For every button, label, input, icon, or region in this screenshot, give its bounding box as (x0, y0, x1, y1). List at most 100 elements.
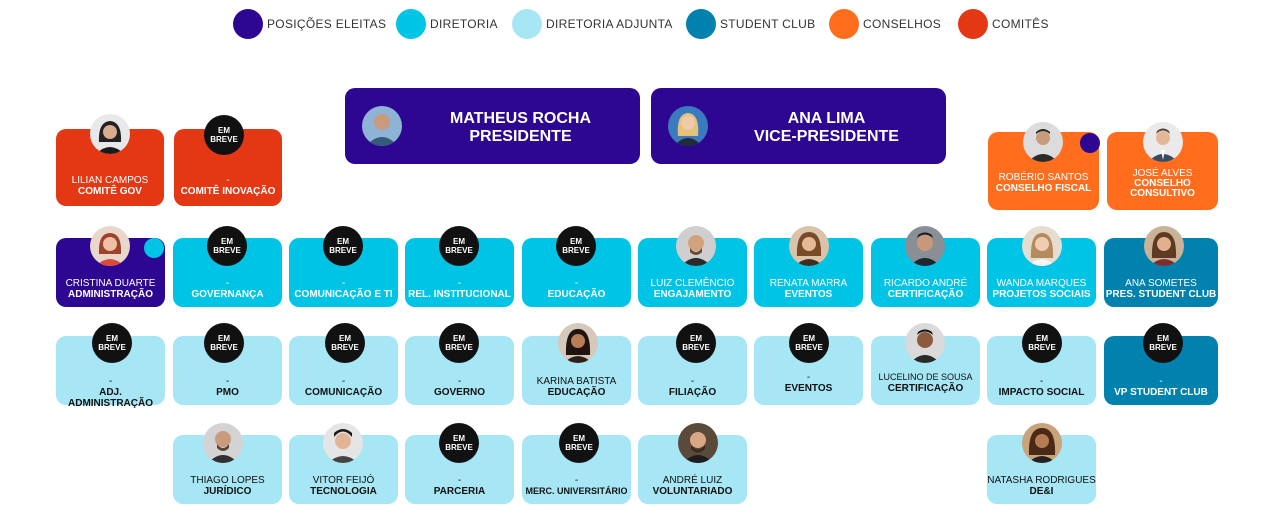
card-projetos-sociais[interactable]: WANDA MARQUES PROJETOS SOCIAIS (987, 226, 1096, 307)
card-role: CERTIFICAÇÃO (887, 383, 964, 394)
card-name: - (806, 372, 811, 383)
council-consultive-name: JOSÉ ALVES (1132, 168, 1193, 179)
legend-item-student-club: STUDENT CLUB (686, 9, 815, 39)
legend-item-adjunct: DIRETORIA ADJUNTA (512, 9, 673, 39)
council-fiscal-role: CONSELHO FISCAL (995, 183, 1092, 194)
card-role: VP STUDENT CLUB (1114, 387, 1208, 398)
card-role: ADJ. ADMINISTRAÇÃO (68, 387, 153, 409)
card-certificacao[interactable]: RICARDO ANDRÉ CERTIFICAÇÃO (871, 226, 980, 307)
andre-avatar (678, 423, 718, 463)
card-vice-president[interactable]: ANA LIMA VICE-PRESIDENTE (651, 88, 946, 164)
vice-president-name: ANA LIMA (787, 110, 866, 127)
vice-president-avatar (668, 106, 708, 146)
card-name: - (690, 376, 695, 387)
card-role: ADMINISTRAÇÃO (68, 289, 153, 300)
card-role: EVENTOS (784, 289, 833, 300)
card-role: EVENTOS (784, 383, 833, 394)
card-name: - (574, 475, 579, 486)
card-role: JURÍDICO (203, 486, 252, 497)
card-voluntariado[interactable]: ANDRÉ LUIZ VOLUNTARIADO (638, 423, 747, 504)
legend: POSIÇÕES ELEITAS DIRETORIA DIRETORIA ADJ… (0, 9, 1280, 39)
card-eventos[interactable]: RENATA MARRA EVENTOS (754, 226, 863, 307)
card-committee-gov[interactable]: LILIAN CAMPOS COMITÊ GOV (56, 114, 164, 206)
card-certificacao-adj[interactable]: LUCELINO DE SOUSA CERTIFICAÇÃO (871, 323, 980, 405)
committee-innovation-role: COMITÊ INOVAÇÃO (180, 186, 276, 197)
lucelino-avatar (905, 323, 945, 363)
card-educacao-adj[interactable]: KARINA BATISTA EDUCAÇÃO (522, 323, 631, 405)
legend-label-board: DIRETORIA (430, 17, 498, 31)
legend-dot-board (396, 9, 426, 39)
card-role: COMUNICAÇÃO E TI (294, 289, 393, 300)
legend-dot-student-club (686, 9, 716, 39)
vice-president-role: VICE-PRESIDENTE (754, 128, 899, 145)
card-council-fiscal[interactable]: ROBÉRIO SANTOS CONSELHO FISCAL (988, 122, 1100, 210)
card-role: MERC. UNIVERSITÁRIO (525, 486, 628, 496)
card-role: TECNOLOGIA (310, 486, 377, 497)
card-name: - (225, 376, 230, 387)
legend-item-councils: CONSELHOS (829, 9, 941, 39)
ricardo-avatar (905, 226, 945, 266)
card-tecnologia[interactable]: VITOR FEIJÓ TECNOLOGIA (289, 423, 398, 504)
legend-dot-elected (233, 9, 263, 39)
board-marker-badge (144, 238, 164, 258)
legend-item-elected: POSIÇÕES ELEITAS (233, 9, 386, 39)
legend-label-adjunct: DIRETORIA ADJUNTA (546, 17, 673, 31)
legend-label-student-club: STUDENT CLUB (720, 17, 816, 31)
card-council-consultive[interactable]: JOSÉ ALVES CONSELHO CONSULTIVO (1107, 122, 1218, 210)
card-role: PRES. STUDENT CLUB (1105, 289, 1217, 300)
president-role: PRESIDENTE (469, 128, 572, 145)
card-name: - (341, 278, 346, 289)
card-name: - (457, 278, 462, 289)
council-fiscal-name: ROBÉRIO SANTOS (998, 172, 1089, 183)
karina-avatar (558, 323, 598, 363)
legend-item-committees: COMITÊS (958, 9, 1049, 39)
card-name: RENATA MARRA (769, 278, 848, 289)
card-role: PMO (216, 387, 239, 398)
legend-label-committees: COMITÊS (992, 17, 1049, 31)
card-administracao[interactable]: CRISTINA DUARTE ADMINISTRAÇÃO (56, 226, 165, 307)
luiz-avatar (676, 226, 716, 266)
card-name: - (108, 376, 113, 387)
card-juridico[interactable]: THIAGO LOPES JURÍDICO (173, 423, 282, 504)
committee-innovation-name: - (226, 175, 230, 186)
card-dei[interactable]: NATASHA RODRIGUES DE&I (987, 423, 1096, 504)
card-pres-student-club[interactable]: ANA SOMETES PRES. STUDENT CLUB (1104, 226, 1218, 307)
thiago-avatar (203, 423, 243, 463)
card-name: - (225, 278, 230, 289)
card-role: GOVERNO (433, 387, 486, 398)
legend-label-councils: CONSELHOS (863, 17, 942, 31)
committee-gov-name: LILIAN CAMPOS (71, 175, 149, 186)
renata-avatar (789, 226, 829, 266)
card-name: LUIZ CLEMÊNCIO (650, 278, 735, 289)
card-role: PARCERIA (433, 486, 486, 497)
ana-sometes-avatar (1144, 226, 1184, 266)
card-role: EDUCAÇÃO (547, 387, 606, 398)
card-name: NATASHA RODRIGUES (987, 475, 1096, 486)
president-avatar (362, 106, 402, 146)
card-name: ANA SOMETES (1125, 278, 1197, 289)
card-engajamento[interactable]: LUIZ CLEMÊNCIO ENGAJAMENTO (638, 226, 747, 307)
card-president[interactable]: MATHEUS ROCHA PRESIDENTE (345, 88, 640, 164)
council-consultive-role: CONSELHO CONSULTIVO (1130, 178, 1195, 199)
legend-label-elected: POSIÇÕES ELEITAS (267, 17, 387, 31)
